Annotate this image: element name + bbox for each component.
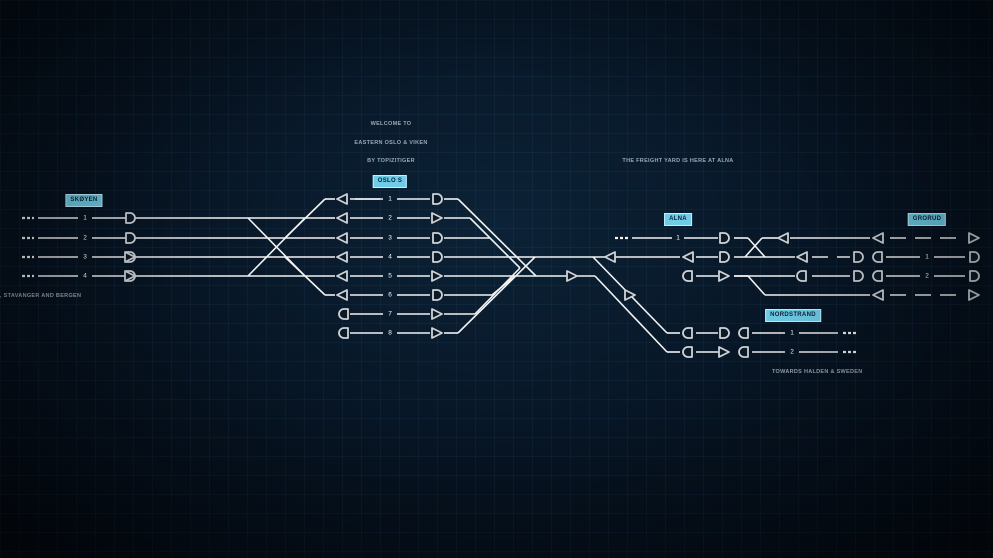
destination-south: Towards Halden & Sweden (772, 369, 863, 375)
skoyen-tracks (22, 198, 380, 296)
buffer-icon[interactable] (872, 251, 883, 263)
buffer-icon[interactable] (738, 346, 749, 358)
freight-note: The freight yard is here at Alna (622, 158, 734, 164)
track-number: 1 (676, 235, 680, 242)
buffer-icon[interactable] (432, 251, 443, 263)
signal-icon[interactable] (431, 270, 443, 282)
station-label-alna[interactable]: Alna (664, 213, 692, 226)
track-number: 8 (388, 330, 392, 337)
signal-icon[interactable] (968, 232, 980, 244)
signal-icon[interactable] (796, 251, 808, 263)
buffer-icon[interactable] (125, 232, 136, 244)
intro-line-2: Eastern Oslo & Viken (354, 140, 428, 146)
signal-icon[interactable] (336, 251, 348, 263)
buffer-icon[interactable] (738, 327, 749, 339)
buffer-icon[interactable] (872, 270, 883, 282)
skoyen-track-numbers: 1 2 3 4 (83, 215, 87, 280)
station-label-nordstrand[interactable]: Nordstrand (765, 309, 821, 322)
track-number: 2 (388, 215, 392, 222)
signal-icon[interactable] (336, 270, 348, 282)
buffer-icon[interactable] (125, 212, 136, 224)
station-label-skoyen[interactable]: Skøyen (65, 194, 103, 207)
signal-icon[interactable] (566, 270, 578, 282)
buffer-icon[interactable] (682, 270, 693, 282)
track-number: 3 (83, 254, 87, 261)
signal-icon[interactable] (872, 289, 884, 301)
signal-icon[interactable] (431, 327, 443, 339)
intro-line-3: By TopiziTiger (367, 158, 415, 164)
destination-west: , Stavanger and Bergen (0, 293, 82, 299)
buffer-icon[interactable] (338, 327, 349, 339)
track-number: 7 (388, 311, 392, 318)
buffer-icon[interactable] (432, 232, 443, 244)
signal-icon[interactable] (968, 289, 980, 301)
track-number: 1 (925, 254, 929, 261)
oslo-s-track-numbers: 1 2 3 4 5 6 7 8 (388, 196, 392, 337)
track-number: 6 (388, 292, 392, 299)
buffer-icon[interactable] (853, 251, 864, 263)
track-number: 2 (925, 273, 929, 280)
track-number: 4 (388, 254, 392, 261)
track-number: 4 (83, 273, 87, 280)
buffer-icon[interactable] (719, 327, 730, 339)
buffer-icon[interactable] (853, 270, 864, 282)
track-number: 3 (388, 235, 392, 242)
signal-icon[interactable] (431, 308, 443, 320)
track-number: 1 (790, 330, 794, 337)
station-label-grorud[interactable]: Grorud (907, 213, 947, 226)
signal-icon[interactable] (431, 212, 443, 224)
intro-line-1: Welcome to (370, 121, 412, 127)
buffer-icon[interactable] (796, 270, 807, 282)
signal-icon[interactable] (336, 289, 348, 301)
buffer-icon[interactable] (682, 327, 693, 339)
track-number: 5 (388, 273, 392, 280)
track-number: 2 (790, 349, 794, 356)
signal-icon[interactable] (777, 232, 789, 244)
buffer-icon[interactable] (432, 289, 443, 301)
buffer-icon[interactable] (719, 251, 730, 263)
buffer-icon[interactable] (432, 193, 443, 205)
signal-icon[interactable] (718, 270, 730, 282)
signal-icon[interactable] (682, 251, 694, 263)
signal-icon[interactable] (718, 346, 730, 358)
track-number: 1 (83, 215, 87, 222)
buffer-icon[interactable] (719, 232, 730, 244)
signal-icon[interactable] (336, 232, 348, 244)
buffer-icon[interactable] (969, 251, 980, 263)
buffer-icon[interactable] (969, 270, 980, 282)
station-label-oslo-s[interactable]: Oslo S (372, 175, 408, 188)
signal-icon[interactable] (336, 212, 348, 224)
signal-icon[interactable] (336, 193, 348, 205)
signal-icon[interactable] (604, 251, 616, 263)
buffer-icon[interactable] (338, 308, 349, 320)
track-number: 1 (388, 196, 392, 203)
signal-icon[interactable] (872, 232, 884, 244)
track-number: 2 (83, 235, 87, 242)
buffer-icon[interactable] (682, 346, 693, 358)
